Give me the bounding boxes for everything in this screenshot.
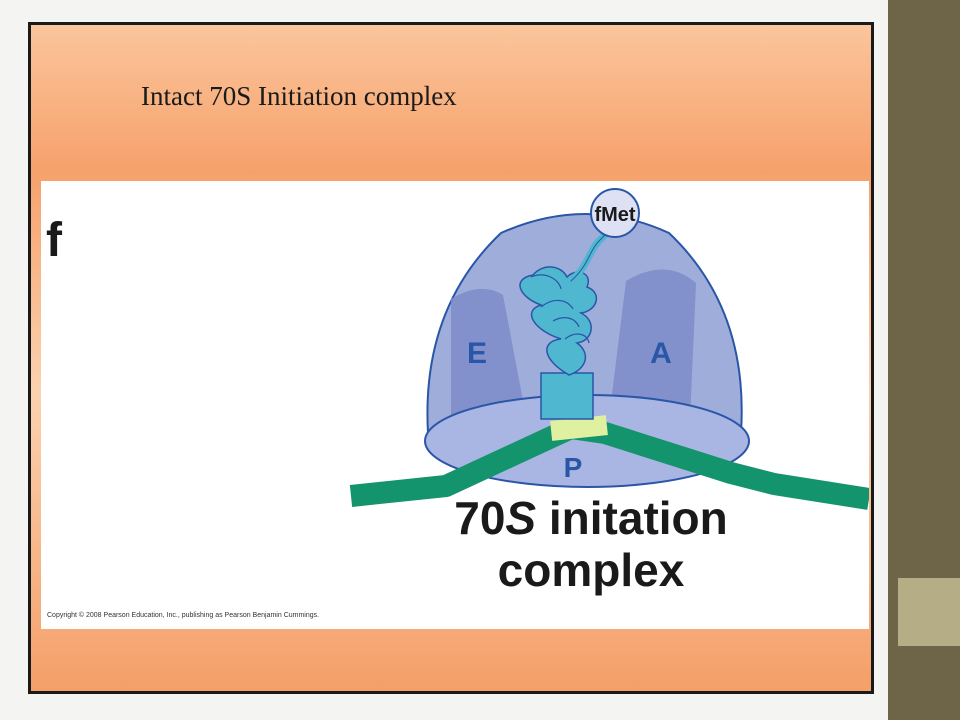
figure-panel: f fMet E A — [41, 181, 869, 629]
complex-label-line2: complex — [497, 543, 685, 596]
panel-letter: f — [46, 214, 62, 267]
copyright-notice: Copyright © 2008 Pearson Education, Inc.… — [47, 612, 320, 619]
trna-loop-details — [530, 274, 590, 344]
p-site-codon — [550, 415, 608, 441]
slide-title: Intact 70S Initiation complex — [141, 81, 457, 111]
complex-label-line1: 70S initation — [411, 492, 771, 545]
a-site-label: A — [650, 337, 672, 370]
complex-label-s: S — [505, 492, 537, 544]
e-site-label: E — [467, 337, 487, 370]
trna-stem — [540, 372, 594, 420]
fmet-amino-acid — [590, 188, 640, 238]
complex-label-rest: initation — [536, 492, 728, 544]
complex-label-prefix: 70 — [454, 492, 506, 544]
side-swatch — [898, 578, 960, 646]
fmet-label: fMet — [594, 204, 635, 226]
slide: Intact 70S Initiation complex f — [28, 22, 874, 694]
complex-label: 70S initation complex — [411, 492, 771, 596]
ribosome-diagram: fMet E A P — [349, 188, 869, 510]
p-site-label: P — [564, 452, 583, 483]
trna-body — [519, 266, 598, 376]
